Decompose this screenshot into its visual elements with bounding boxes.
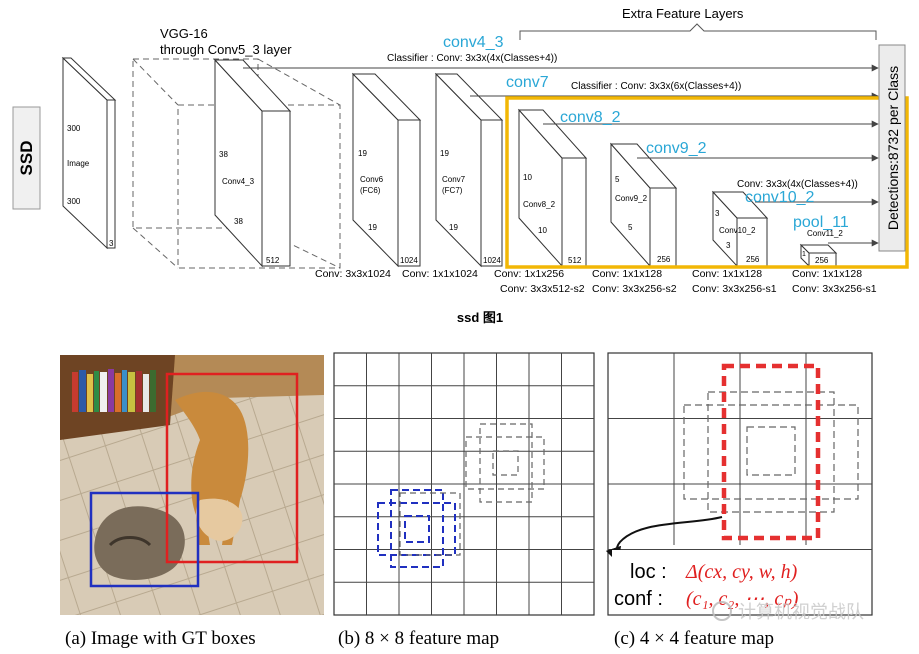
conv6-name: Conv6 — [360, 175, 384, 184]
image-block-size-top: 300 — [67, 124, 81, 133]
conv-op-label: Conv: 1x1x128 — [692, 268, 762, 280]
conv-op-label: Conv: 1x1x1024 — [402, 268, 478, 280]
conv11-2-block — [799, 243, 838, 268]
conv-op-label: Conv: 3x3x256-s1 — [692, 283, 777, 295]
conf-label: conf : — [614, 588, 663, 610]
conv4-3-size-top: 38 — [219, 150, 228, 159]
image-block — [61, 56, 117, 250]
conv9-2-depth: 256 — [657, 255, 671, 264]
bookshelf-books — [72, 369, 156, 412]
panel-a-photo — [60, 355, 324, 615]
vgg-title-line2: through Conv5_3 layer — [160, 42, 292, 57]
conv9-2-size-top: 5 — [615, 175, 620, 184]
conv-op-label: Conv: 1x1x256 — [494, 268, 564, 280]
conv6-depth: 1024 — [400, 256, 418, 265]
caption-b: (b) 8 × 8 feature map — [338, 628, 499, 649]
conv10-2-size-bottom: 3 — [726, 241, 731, 250]
conv-op-label: Conv: 3x3x1024 — [315, 268, 391, 280]
conv4-3-size-bottom: 38 — [234, 217, 243, 226]
blue-label-pool-11: pool_11 — [793, 214, 849, 231]
conv7-size-bottom: 19 — [449, 223, 458, 232]
conv9-2-name: Conv9_2 — [615, 194, 648, 203]
figure-caption: ssd 图1 — [457, 310, 503, 325]
watermark-icon — [712, 601, 732, 621]
watermark: 计算机视觉战队 — [712, 601, 864, 622]
blue-label-conv8-2: conv8_2 — [560, 109, 621, 126]
matched-default-box — [721, 363, 821, 541]
panel-c-feature-map-4x4: loc : Δ(cx, cy, w, h) conf : (c₁, c₂, ⋯,… — [605, 352, 873, 616]
conv6-size-top: 19 — [358, 149, 367, 158]
conv-op-label: Conv: 1x1x128 — [792, 268, 862, 280]
panel-b-feature-map-8x8 — [333, 352, 595, 616]
conv11-2-depth: 256 — [815, 256, 829, 265]
conv8-2-block — [517, 108, 588, 268]
caption-c: (c) 4 × 4 feature map — [614, 628, 774, 649]
ssd-architecture: SSD VGG-16 through Conv5_3 layer Extra F… — [12, 6, 909, 325]
conv8-2-name: Conv8_2 — [523, 200, 556, 209]
conv-op-label: Conv: 1x1x128 — [592, 268, 662, 280]
grid-4x4 — [608, 353, 872, 550]
image-block-name: Image — [67, 159, 90, 168]
detections-box — [878, 44, 906, 252]
conv8-2-size-bottom: 10 — [538, 226, 547, 235]
gt-box-cat — [89, 491, 200, 588]
conv10-2-size-top: 3 — [715, 209, 720, 218]
blue-layer-labels: conv4_3 conv7 conv8_2 conv9_2 conv10_2 p… — [443, 34, 849, 231]
conv6-size-bottom: 19 — [368, 223, 377, 232]
blue-label-conv10-2: conv10_2 — [745, 189, 814, 206]
conv7-sub: (FC7) — [442, 186, 463, 195]
conv-op-labels: Conv: 3x3x1024 Conv: 1x1x1024 Conv: 1x1x… — [315, 268, 877, 295]
blue-label-conv7: conv7 — [506, 74, 549, 91]
conf-value: (c₁, c₂, ⋯, cₚ) — [686, 588, 799, 610]
extra-feature-layers-title: Extra Feature Layers — [622, 6, 744, 21]
loc-label: loc : — [630, 561, 667, 583]
caption-a: (a) Image with GT boxes — [65, 628, 256, 649]
classifier-arrows — [243, 64, 879, 247]
conv7-depth: 1024 — [483, 256, 501, 265]
gray-default-boxes-4x4 — [683, 391, 859, 513]
conv-op-label: Conv: 3x3x256-s2 — [592, 283, 677, 295]
loc-value: Δ(cx, cy, w, h) — [685, 561, 798, 583]
conv8-2-size-top: 10 — [523, 173, 532, 182]
detections-label: Detections:8732 per Class — [885, 66, 901, 230]
extra-layers-highlight — [505, 96, 909, 269]
conv-op-label: Conv: 3x3x256-s1 — [792, 283, 877, 295]
blue-label-conv9-2: conv9_2 — [646, 140, 707, 157]
classifier-conv7-label: Classifier : Conv: 3x3x(6x(Classes+4)) — [571, 81, 741, 92]
conv4-3-block — [213, 58, 292, 268]
conv10-2-name: Conv10_2 — [719, 226, 756, 235]
watermark-text: 计算机视觉战队 — [738, 602, 864, 622]
ssd-label: SSD — [17, 141, 36, 176]
classifier-conv4-label: Classifier : Conv: 3x3x(4x(Classes+4)) — [387, 53, 557, 64]
conv8-2-depth: 512 — [568, 256, 582, 265]
conv7-size-top: 19 — [440, 149, 449, 158]
conv6-block — [351, 72, 422, 268]
conv9-2-block — [609, 142, 678, 268]
conv10-2-block — [711, 190, 769, 268]
conv11-2-name: Conv11_2 — [807, 229, 843, 238]
blue-label-conv4-3: conv4_3 — [443, 34, 504, 51]
classifier-conv10-label: Conv: 3x3x(4x(Classes+4)) — [737, 179, 858, 190]
conv9-2-size-bottom: 5 — [628, 223, 633, 232]
extra-layers-bracket — [519, 23, 877, 40]
image-block-size-bottom: 300 — [67, 197, 81, 206]
gray-default-boxes — [399, 423, 545, 556]
conv-op-label: Conv: 3x3x512-s2 — [500, 283, 585, 295]
conv7-block — [434, 72, 504, 268]
ssd-label-box — [12, 106, 41, 210]
conv4-3-depth: 512 — [266, 256, 280, 265]
gt-box-dog — [165, 372, 299, 564]
conv6-sub: (FC6) — [360, 186, 381, 195]
conv7-name: Conv7 — [442, 175, 466, 184]
image-block-depth: 3 — [109, 239, 114, 248]
conv10-2-depth: 256 — [746, 255, 760, 264]
conv11-2-size: 1 — [802, 251, 806, 258]
cat-shape — [94, 506, 185, 580]
vgg-title-line1: VGG-16 — [160, 26, 208, 41]
conv4-3-name: Conv4_3 — [222, 177, 255, 186]
